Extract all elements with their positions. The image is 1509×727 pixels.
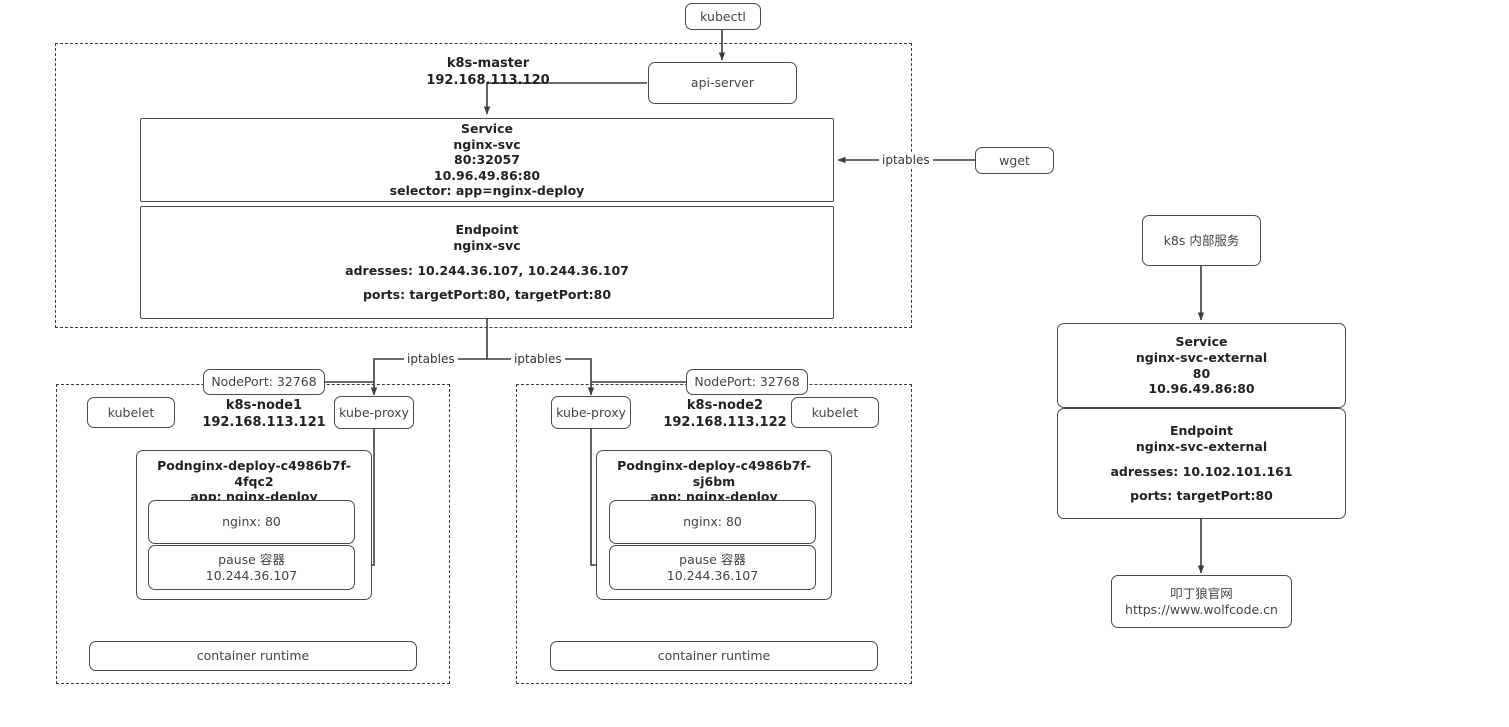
service-selector: selector: app=nginx-deploy xyxy=(389,183,585,199)
api-server-box[interactable]: api-server xyxy=(648,62,797,104)
kubectl-label: kubectl xyxy=(700,8,746,24)
node1-kube-proxy-label: kube-proxy xyxy=(339,404,409,420)
k8s-internal-service-label: k8s 内部服务 xyxy=(1163,232,1240,248)
node1-pause-label: pause 容器 xyxy=(218,551,285,567)
node2-kubelet-label: kubelet xyxy=(811,404,859,420)
wget-label: wget xyxy=(999,152,1030,168)
external-endpoint-title: Endpoint xyxy=(1169,423,1234,439)
node2-container-runtime-box[interactable]: container runtime xyxy=(550,641,878,671)
node2-pod-name-line2: sj6bm xyxy=(692,473,736,489)
node1-container-runtime-box[interactable]: container runtime xyxy=(89,641,417,671)
node1-name: k8s-node1 xyxy=(225,398,303,413)
node1-kube-proxy-box[interactable]: kube-proxy xyxy=(334,396,414,429)
wolfcode-website-box[interactable]: 叩丁狼官网 https://www.wolfcode.cn xyxy=(1111,575,1292,628)
iptables-node2-edge-label: iptables xyxy=(511,352,565,366)
external-service-cluster-ip: 10.96.49.86:80 xyxy=(1148,381,1255,397)
external-endpoint-name: nginx-svc-external xyxy=(1135,438,1268,454)
node1-container-nginx-box[interactable]: nginx: 80 xyxy=(148,500,355,544)
external-endpoint-adresses: adresses: 10.102.101.161 xyxy=(1110,463,1293,479)
endpoint-title: Endpoint xyxy=(455,222,519,238)
kubectl-box[interactable]: kubectl xyxy=(685,3,761,30)
node1-nodeport-label: NodePort: 32768 xyxy=(211,374,317,390)
node2-nodeport-label: NodePort: 32768 xyxy=(694,374,800,390)
node2-pod-name-line1: Podnginx-deploy-c4986b7f- xyxy=(617,458,811,473)
k8s-internal-service-box[interactable]: k8s 内部服务 xyxy=(1142,215,1261,266)
node1-kubelet-box[interactable]: kubelet xyxy=(87,397,175,428)
node1-nodeport-box[interactable]: NodePort: 32768 xyxy=(203,369,325,395)
external-service-title: Service xyxy=(1175,334,1228,350)
node1-pause-ip: 10.244.36.107 xyxy=(205,567,298,583)
service-cluster-ip: 10.96.49.86:80 xyxy=(433,167,541,183)
node2-kube-proxy-box[interactable]: kube-proxy xyxy=(551,396,631,429)
node2-container-nginx-label: nginx: 80 xyxy=(683,514,742,530)
external-service-name: nginx-svc-external xyxy=(1135,349,1268,365)
node2-pause-container-box[interactable]: pause 容器 10.244.36.107 xyxy=(609,545,816,590)
k8s-master-label: k8s-master 192.168.113.120 xyxy=(388,56,588,90)
endpoint-name: nginx-svc xyxy=(453,237,521,253)
node1-ip: 192.168.113.121 xyxy=(202,414,326,430)
service-ports: 80:32057 xyxy=(454,152,520,168)
iptables-wget-edge-label: iptables xyxy=(879,153,933,167)
service-title: Service xyxy=(461,120,513,136)
node2-ip: 192.168.113.122 xyxy=(663,414,787,430)
service-nginx-svc-box[interactable]: Service nginx-svc 80:32057 10.96.49.86:8… xyxy=(140,118,834,202)
external-service-port: 80 xyxy=(1192,365,1211,381)
service-nginx-svc-external-box[interactable]: Service nginx-svc-external 80 10.96.49.8… xyxy=(1057,323,1346,408)
node1-pod-name-line1: Podnginx-deploy-c4986b7f- xyxy=(157,458,351,473)
node2-nodeport-box[interactable]: NodePort: 32768 xyxy=(686,369,808,395)
k8s-master-name: k8s-master xyxy=(446,56,530,71)
wolfcode-site-url: https://www.wolfcode.cn xyxy=(1125,601,1278,617)
node2-kube-proxy-label: kube-proxy xyxy=(556,404,626,420)
node2-kubelet-box[interactable]: kubelet xyxy=(791,397,879,428)
node1-pause-container-box[interactable]: pause 容器 10.244.36.107 xyxy=(148,545,355,590)
endpoint-nginx-svc-box[interactable]: Endpoint nginx-svc adresses: 10.244.36.1… xyxy=(140,206,834,319)
k8s-master-region xyxy=(55,43,912,328)
node1-container-runtime-label: container runtime xyxy=(196,648,310,664)
node2-name-label: k8s-node2 192.168.113.122 xyxy=(625,398,825,432)
node1-container-nginx-label: nginx: 80 xyxy=(222,514,281,530)
node1-name-label: k8s-node1 192.168.113.121 xyxy=(164,398,364,432)
endpoint-ports: ports: targetPort:80, targetPort:80 xyxy=(362,287,612,303)
wget-box[interactable]: wget xyxy=(975,147,1054,174)
wolfcode-site-name: 叩丁狼官网 xyxy=(1170,585,1233,601)
endpoint-nginx-svc-external-box[interactable]: Endpoint nginx-svc-external adresses: 10… xyxy=(1057,408,1346,519)
node1-pod-name-line2: 4fqc2 xyxy=(234,473,274,489)
node1-kubelet-label: kubelet xyxy=(107,404,155,420)
endpoint-adresses: adresses: 10.244.36.107, 10.244.36.107 xyxy=(345,262,629,278)
node2-container-runtime-label: container runtime xyxy=(657,648,771,664)
node2-name: k8s-node2 xyxy=(686,398,764,413)
external-endpoint-ports: ports: targetPort:80 xyxy=(1130,488,1273,504)
node2-container-nginx-box[interactable]: nginx: 80 xyxy=(609,500,816,544)
iptables-node1-edge-label: iptables xyxy=(404,352,458,366)
node2-pause-label: pause 容器 xyxy=(679,551,746,567)
api-server-label: api-server xyxy=(690,75,755,91)
service-name: nginx-svc xyxy=(453,136,521,152)
node2-pause-ip: 10.244.36.107 xyxy=(666,567,759,583)
k8s-master-ip: 192.168.113.120 xyxy=(426,72,550,88)
